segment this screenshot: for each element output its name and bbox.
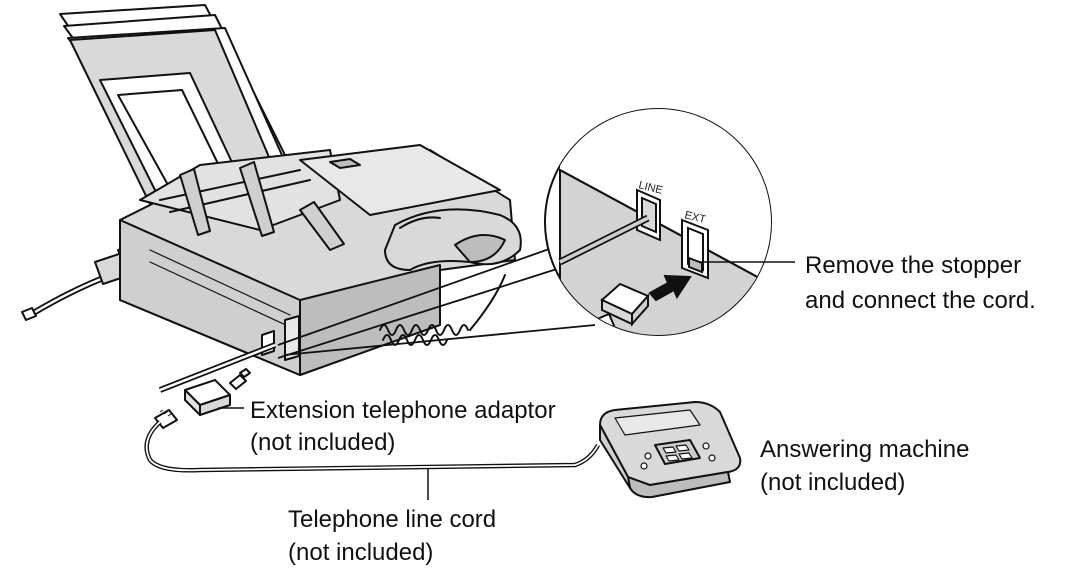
arrow-icon: [648, 274, 692, 302]
stopper-line1: Remove the stopper: [805, 252, 1021, 279]
fax-machine-illustration: [21, 4, 522, 376]
cord-line1: Telephone line cord: [288, 506, 496, 533]
extension-adaptor-illustration: [144, 342, 600, 473]
zoom-circle: LINE EXT: [544, 108, 772, 336]
adaptor-line2: (not included): [250, 429, 395, 456]
jack-label-ext: EXT: [683, 209, 707, 226]
answering-line2: (not included): [760, 469, 905, 496]
ext-jack: [681, 218, 709, 280]
answering-machine-illustration: [599, 401, 742, 499]
stopper-line2: and connect the cord.: [805, 287, 1036, 314]
cord-line2: (not included): [288, 539, 433, 566]
callout-cord: Telephone line cord (not included): [288, 506, 496, 566]
callout-stopper: Remove the stopper and connect the cord.: [805, 252, 1036, 314]
zoom-pointer: [277, 247, 596, 359]
callout-answering: Answering machine (not included): [760, 436, 969, 496]
handset: [384, 208, 522, 271]
adaptor-line1: Extension telephone adaptor: [250, 397, 556, 424]
fax-body: [119, 144, 516, 376]
jack-label-line: LINE: [637, 179, 664, 197]
phone-jack-icon: [636, 188, 661, 242]
answering-line1: Answering machine: [760, 436, 969, 463]
callout-adaptor: Extension telephone adaptor (not include…: [250, 397, 556, 456]
